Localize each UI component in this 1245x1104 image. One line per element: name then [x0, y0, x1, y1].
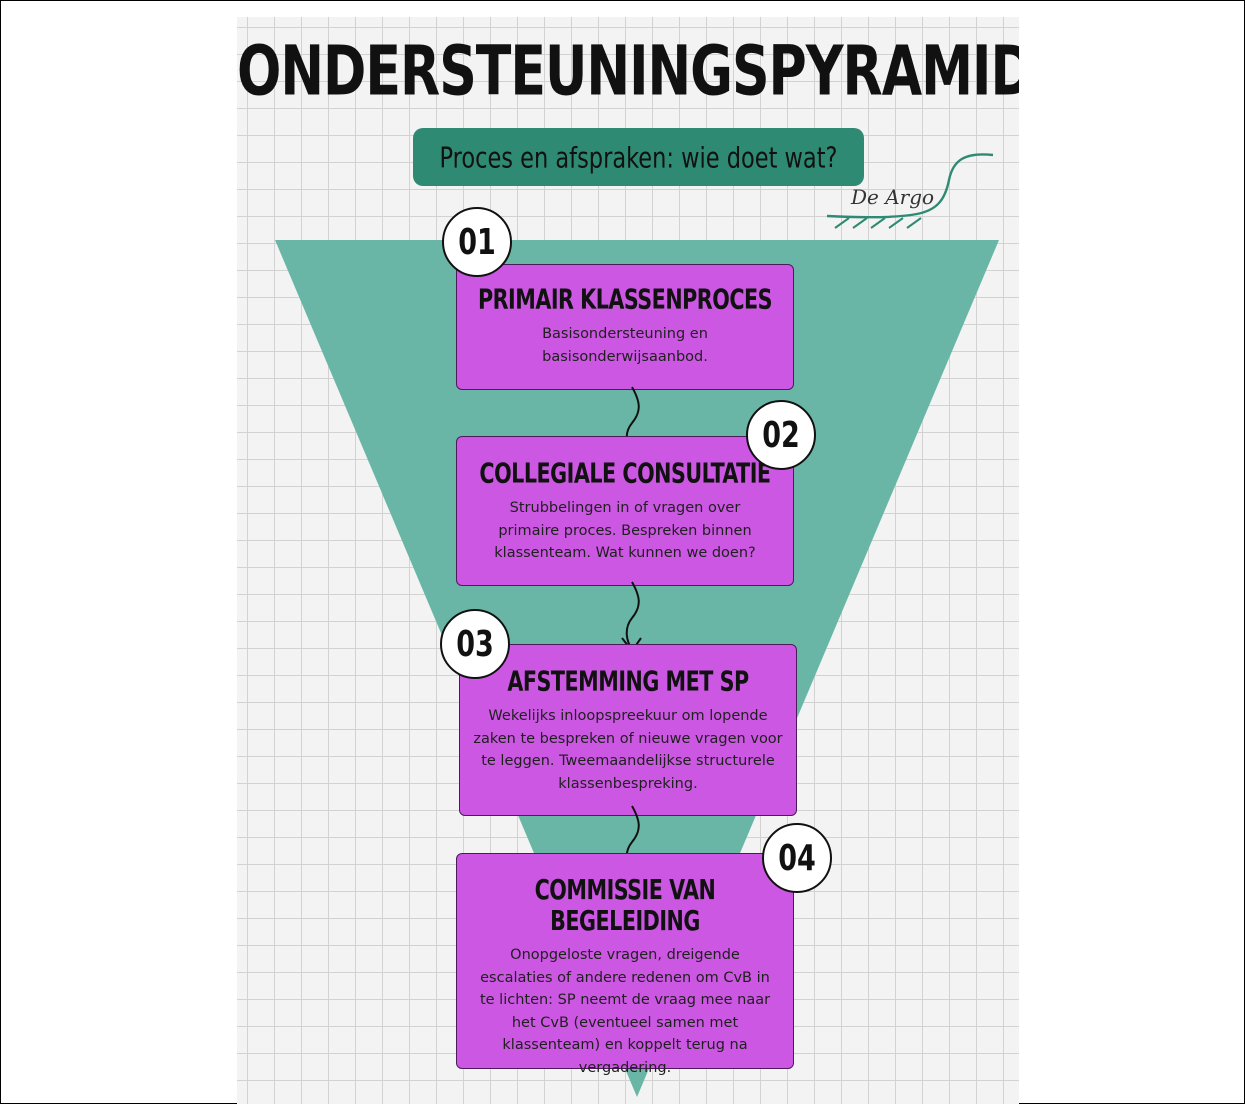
step-text: Onopgeloste vragen, dreigende escalaties… — [479, 947, 771, 1076]
step-title: COMMISSIE VAN BEGELEIDING — [534, 874, 716, 938]
logo-text: De Argo — [850, 185, 934, 209]
step-box-4: COMMISSIE VAN BEGELEIDING Onopgeloste vr… — [456, 853, 794, 1076]
step-box-2: COLLEGIALE CONSULTATIE Strubbelingen in … — [456, 436, 794, 586]
step-box-1: PRIMAIR KLASSENPROCES Basisondersteuning… — [456, 264, 794, 390]
step-number-badge: 02 — [746, 400, 816, 470]
step-text: Basisondersteuning en basisonderwijsaanb… — [542, 326, 708, 365]
step-number-badge: 04 — [762, 823, 832, 893]
step-number: 03 — [456, 623, 494, 665]
poster: ONDERSTEUNINGSPYRAMIDE Proces en afsprak… — [237, 17, 1019, 1104]
step-text: Strubbelingen in of vragen over primaire… — [494, 500, 756, 561]
step-box-3: AFSTEMMING MET SP Wekelijks inloopspreek… — [459, 644, 797, 816]
subtitle-banner: Proces en afspraken: wie doet wat? — [413, 128, 864, 186]
step-number: 01 — [458, 221, 496, 263]
step-number: 02 — [762, 414, 800, 456]
step-number-badge: 03 — [440, 609, 510, 679]
step-title: PRIMAIR KLASSENPROCES — [477, 284, 773, 316]
subtitle: Proces en afspraken: wie doet wat? — [439, 140, 838, 174]
step-title: AFSTEMMING MET SP — [507, 666, 749, 698]
de-argo-logo: De Argo — [826, 153, 994, 229]
arrow-down-icon — [621, 581, 642, 653]
step-number-badge: 01 — [442, 207, 512, 277]
step-title: COLLEGIALE CONSULTATIE — [479, 458, 771, 490]
page-title: ONDERSTEUNINGSPYRAMIDE — [237, 30, 1019, 112]
step-number: 04 — [778, 837, 816, 879]
step-text: Wekelijks inloopspreekuur om lopende zak… — [473, 708, 783, 792]
